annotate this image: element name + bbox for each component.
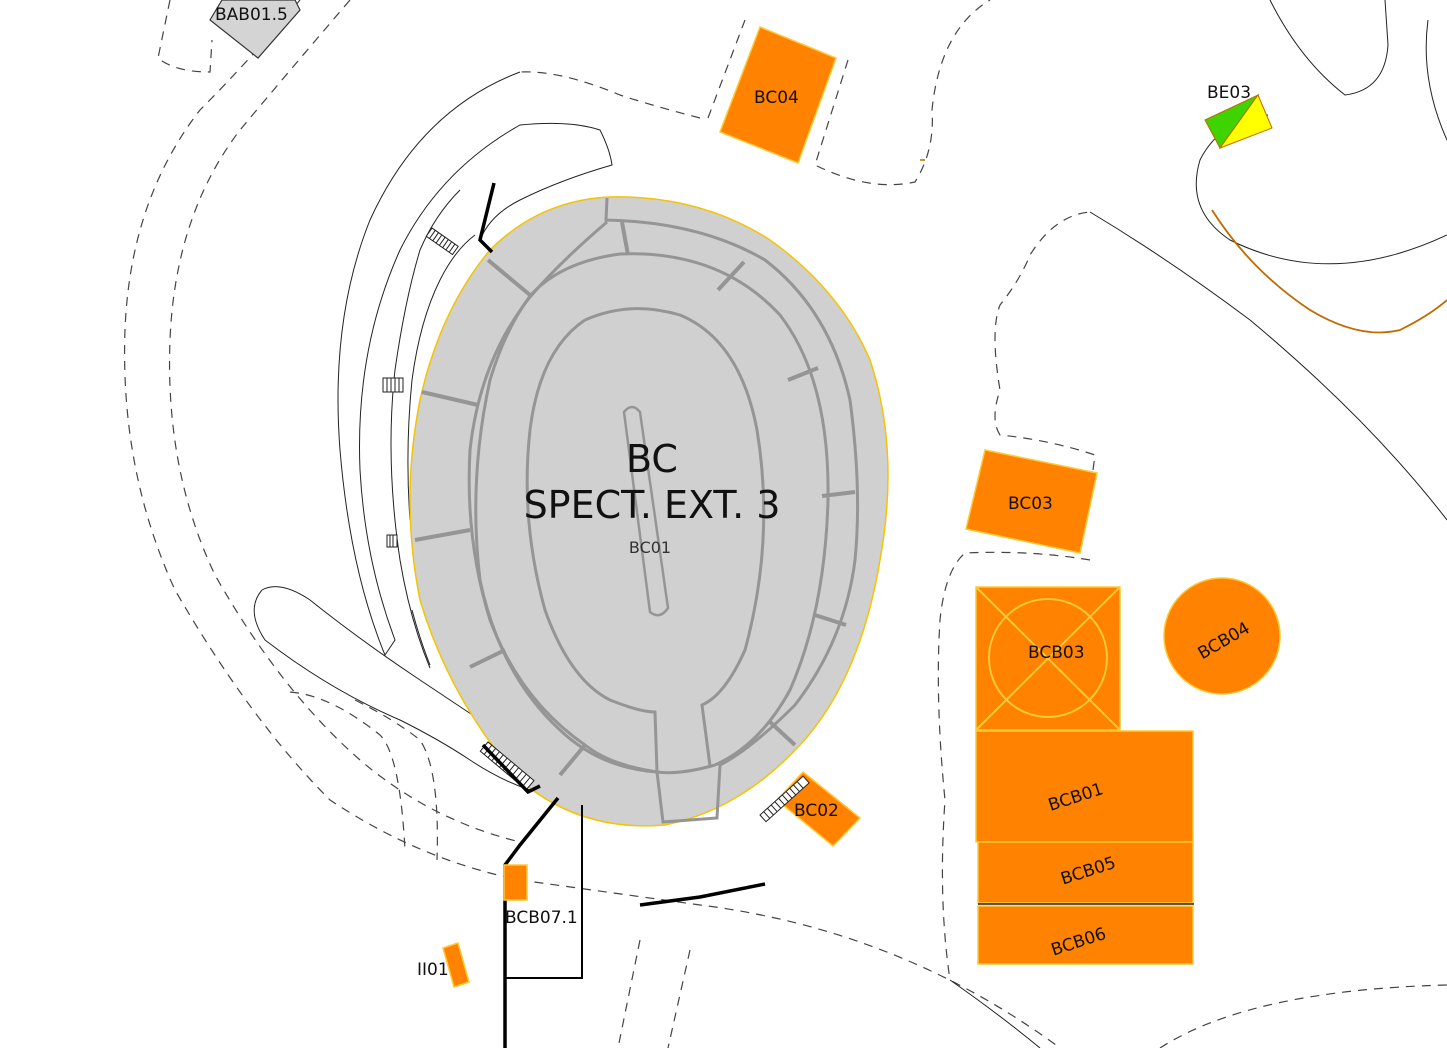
building-bc03[interactable]: BC03: [965, 449, 1098, 554]
label-bc02: BC02: [794, 801, 839, 821]
building-bcb07-1[interactable]: BCB07.1: [503, 864, 578, 928]
label-ii01: II01: [417, 960, 449, 980]
label-bc03: BC03: [1008, 494, 1053, 514]
label-bab01-5: BAB01.5: [215, 5, 288, 25]
building-bcb03[interactable]: BCB03: [975, 586, 1121, 731]
label-bcb03: BCB03: [1028, 643, 1085, 663]
building-bc04[interactable]: BC04: [719, 26, 837, 164]
label-bc01: BC01: [629, 538, 671, 557]
label-be03: BE03: [1207, 83, 1251, 103]
building-ii01[interactable]: II01: [417, 942, 470, 988]
stadium-subtitle: SPECT. EXT. 3: [524, 483, 781, 527]
label-bc04: BC04: [754, 88, 799, 108]
track-line: [1211, 209, 1447, 334]
building-bcb01[interactable]: BCB01: [975, 730, 1194, 843]
building-bc02[interactable]: BC02: [759, 770, 862, 848]
building-be03[interactable]: BE03: [1204, 83, 1273, 150]
building-bab01-5[interactable]: BAB01.5: [209, 0, 301, 59]
building-bcb06[interactable]: BCB06: [977, 905, 1194, 965]
label-bcb07-1: BCB07.1: [505, 908, 578, 928]
stadium-bc01[interactable]: BC SPECT. EXT. 3 BC01: [409, 196, 889, 827]
dashed-road-lines: [124, 0, 1447, 1048]
fence-lines: [478, 182, 766, 1048]
building-bcb05[interactable]: BCB05: [977, 841, 1194, 904]
stadium-title: BC: [626, 437, 678, 481]
building-bcb04[interactable]: BCB04: [1163, 577, 1281, 695]
